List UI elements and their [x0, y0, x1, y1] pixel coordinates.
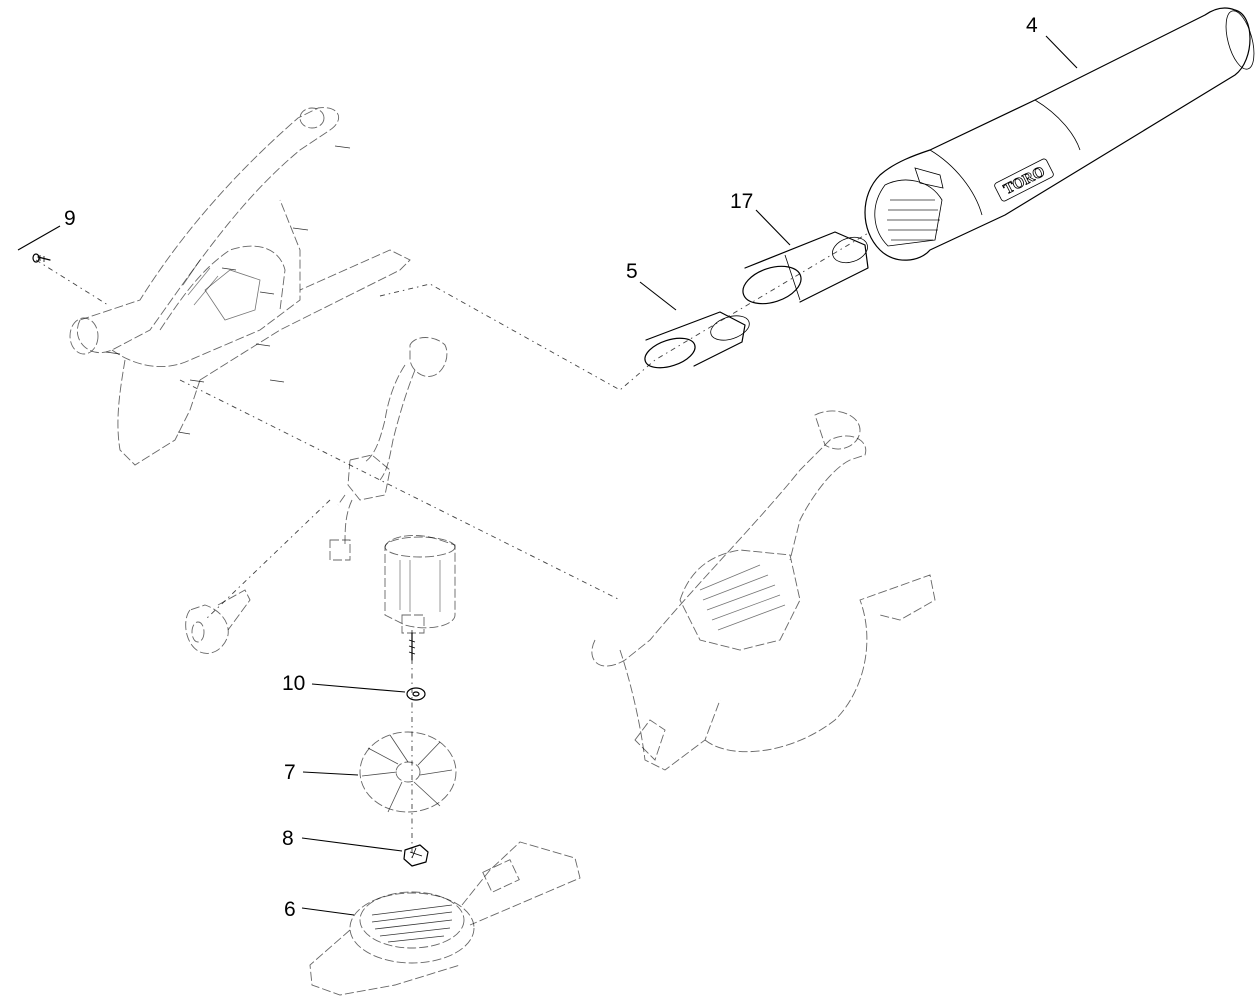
toro-brand-mark: TORO	[994, 158, 1054, 202]
seal-part-17	[742, 231, 869, 305]
callout-17: 17	[730, 190, 753, 213]
callout-leaders	[17, 35, 1078, 916]
callout-9: 9	[64, 207, 76, 230]
screw-axis-line	[35, 259, 109, 306]
screw-part-9	[32, 253, 51, 263]
seal-part-5	[644, 311, 750, 369]
blower-tube-part-4: TORO	[864, 7, 1255, 261]
cord-plug	[185, 589, 251, 654]
callout-7: 7	[284, 761, 296, 784]
callout-10: 10	[282, 672, 305, 695]
housing-mating-line	[179, 379, 621, 601]
callout-labels: 4 17 5 9 10 7 8 6	[64, 14, 1038, 921]
callout-5: 5	[626, 260, 638, 283]
bottom-cover-part-6	[309, 841, 581, 996]
callout-8: 8	[282, 827, 294, 850]
nut-part-8	[403, 844, 429, 867]
right-housing-half	[591, 410, 936, 771]
left-housing-half	[69, 107, 411, 466]
housing-screw	[105, 145, 351, 435]
callout-6: 6	[284, 898, 296, 921]
motor	[384, 534, 456, 661]
callout-4: 4	[1026, 14, 1038, 37]
impeller-part-7	[359, 731, 457, 813]
washer-part-10	[406, 687, 426, 701]
tube-axis-line	[379, 231, 871, 391]
assembly-centerlines	[35, 231, 871, 860]
switch-and-wiring	[329, 337, 448, 561]
